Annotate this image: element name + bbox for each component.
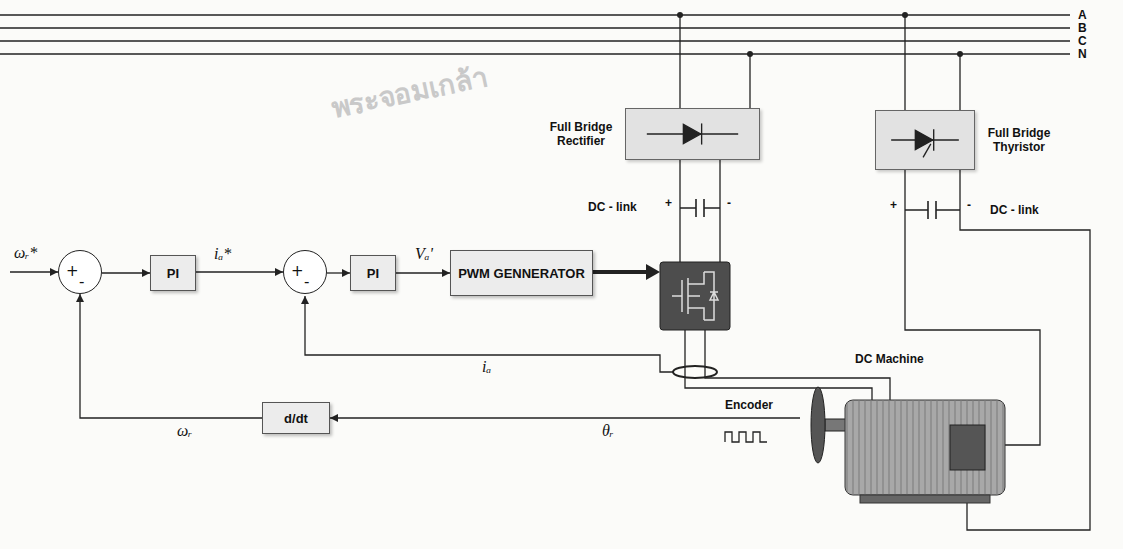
signal-name: iₐ [480, 358, 493, 376]
dc-link-label: DC - link [588, 200, 637, 214]
rectifier-block: Full Bridge Rectifier [625, 108, 760, 160]
summing-junction: +- [58, 250, 102, 294]
block-label: PWM GENNERATOR [458, 266, 585, 281]
reference-input-wire [10, 271, 58, 272]
thyristor-block: Full Bridge Thyristor [875, 110, 975, 170]
current-sensor [673, 366, 717, 378]
supply-wire [905, 15, 960, 110]
block-label: PI [367, 266, 379, 281]
signal-connector [102, 272, 150, 273]
dc-machine: DC Machine [800, 352, 1012, 505]
sign-label: + [66, 264, 79, 279]
signal-name: ωᵣ* [12, 244, 39, 262]
summing-junction: +- [283, 250, 327, 294]
neutral-line [0, 53, 1070, 54]
signal-connector [80, 294, 262, 418]
junction-dot [747, 51, 753, 57]
signal-name: iₐ* [212, 245, 233, 263]
capacitor-symbol [680, 199, 720, 217]
junction-dot [902, 12, 908, 18]
polarity-sign: + [890, 198, 897, 212]
bus-label: B [1078, 21, 1087, 35]
sign-label: - [79, 275, 84, 290]
watermark: พระจอมเกล้า [327, 54, 492, 130]
junction-dot [677, 12, 683, 18]
sign-label: - [304, 275, 309, 290]
sign-label: + [291, 264, 304, 279]
phase-line [0, 40, 1070, 41]
derivative-block: d/dt [262, 402, 330, 434]
bus-label: N [1078, 47, 1087, 61]
bus-label: A [1078, 8, 1087, 22]
block-label: d/dt [284, 411, 308, 426]
dc-link-label: DC - link [990, 203, 1039, 217]
device-symbol [626, 109, 759, 159]
gate-signal-wire [590, 270, 648, 274]
dc-machine-illustration [811, 387, 1005, 503]
polarity-sign: + [665, 196, 672, 210]
supply-wire [680, 15, 750, 108]
signal-connector [396, 272, 450, 273]
dc-link-wire [680, 160, 720, 262]
pwm-generator: PWM GENNERATOR [450, 250, 593, 296]
polarity-sign: - [967, 198, 971, 212]
pi-controller: PI [150, 255, 196, 291]
signal-connector [330, 417, 800, 418]
phase-line [0, 27, 1070, 28]
gate-arrowhead [646, 264, 660, 280]
phase-line [0, 14, 1070, 15]
signal-name: θᵣ [600, 422, 616, 440]
block-label: PI [167, 266, 179, 281]
pulse-symbol [725, 432, 767, 442]
junction-dot [957, 51, 963, 57]
bus-label: C [1078, 34, 1087, 48]
pi-controller: PI [350, 255, 396, 291]
block-label: Full Bridge Thyristor [982, 126, 1056, 155]
device-symbol [876, 111, 974, 169]
signal-name: Vₐ' [413, 245, 435, 263]
block-label: Full Bridge Rectifier [544, 120, 618, 149]
block-label: DC Machine [855, 352, 924, 366]
signal-connector [196, 271, 283, 272]
signal-name: ωᵣ [175, 422, 194, 440]
mosfet-chopper [660, 262, 730, 330]
signal-connector [327, 272, 350, 273]
capacitor-symbol [905, 201, 960, 219]
encoder-label: Encoder [725, 398, 773, 412]
polarity-sign: - [727, 196, 731, 210]
